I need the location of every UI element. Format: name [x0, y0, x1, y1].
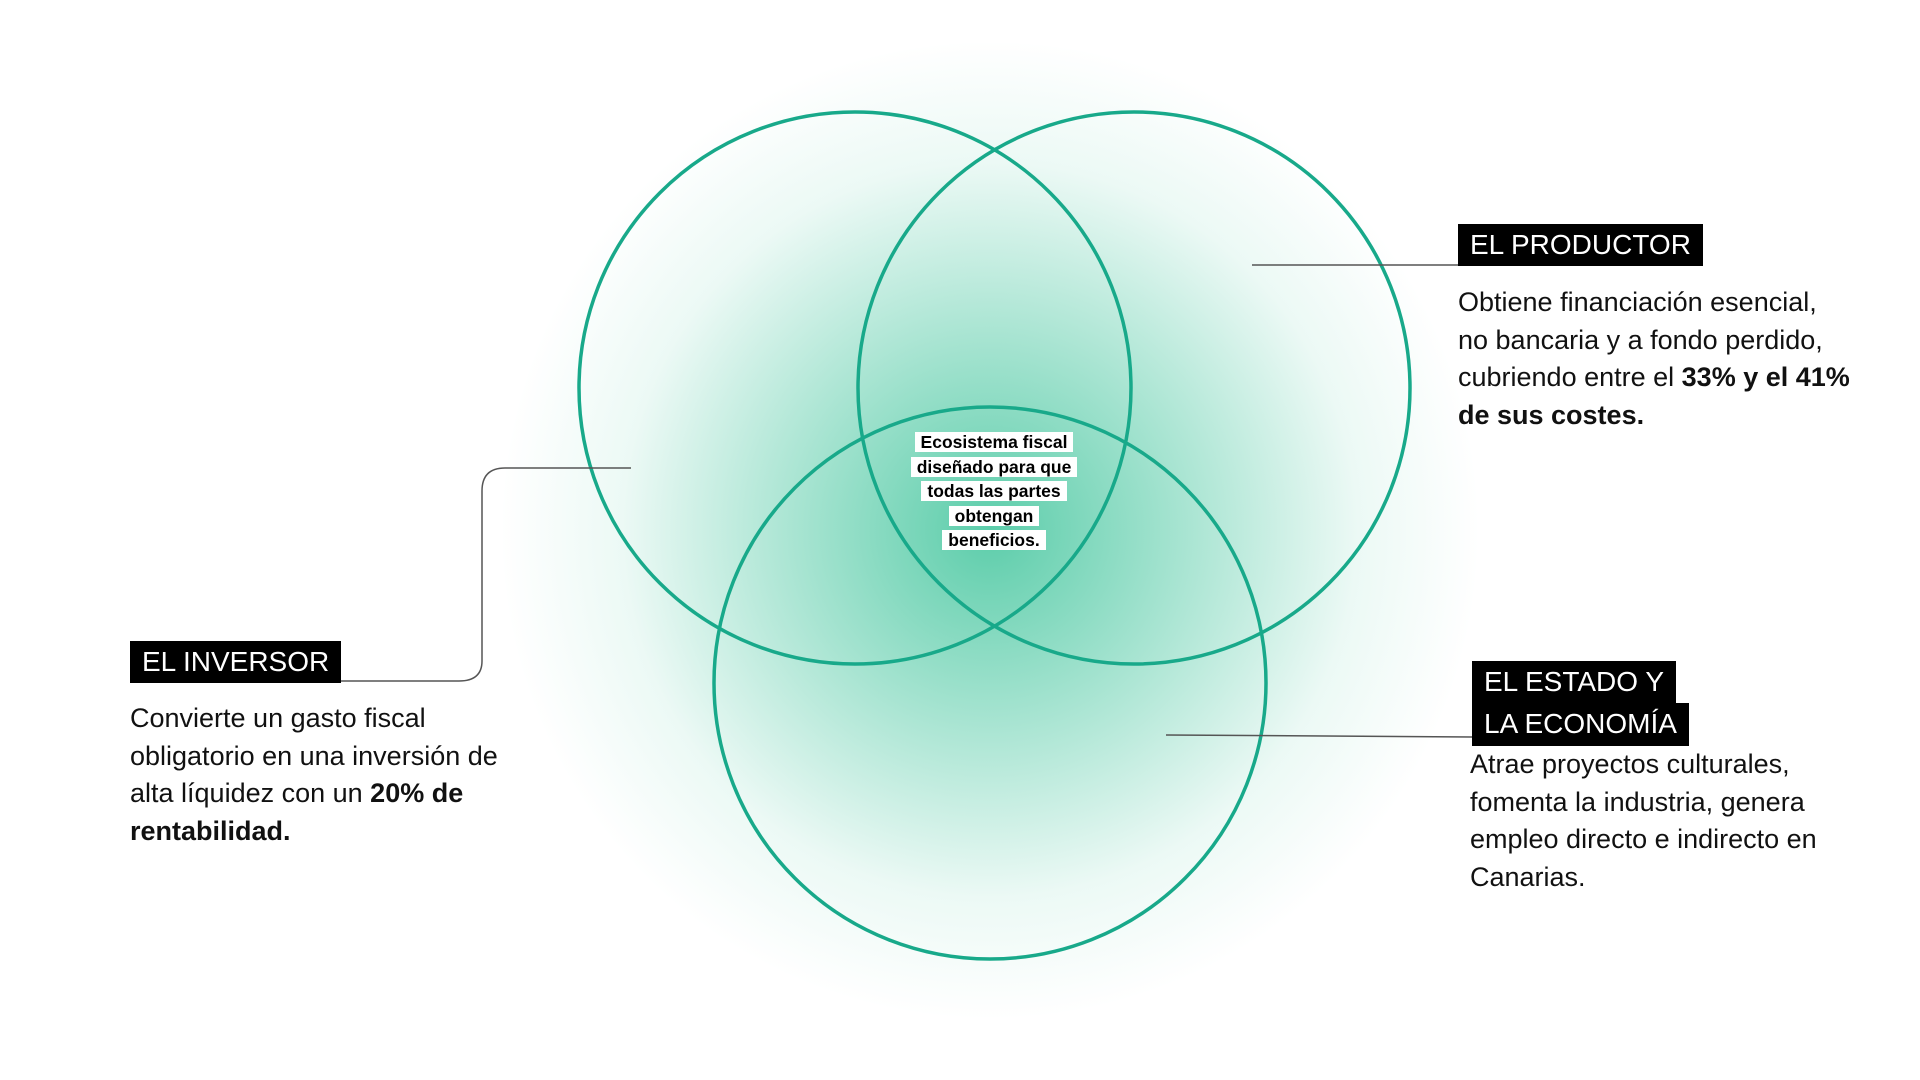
state-title-line2: LA ECONOMÍA — [1472, 703, 1689, 746]
connector-state — [1165, 734, 1473, 738]
center-note: Ecosistema fiscal diseñado para que toda… — [904, 430, 1084, 553]
producer-description-text: Obtiene financiación esencial, no bancar… — [1458, 287, 1823, 392]
investor-description-highlight: 20% de rentabilidad. — [130, 778, 464, 846]
producer-description-highlight: 33% y el 41% de sus costes. — [1458, 362, 1850, 430]
center-note-text: Ecosistema fiscal diseñado para que toda… — [910, 432, 1078, 550]
investor-description-text: Convierte un gasto fiscal obligatorio en… — [130, 703, 498, 808]
investor-title: EL INVERSOR — [130, 641, 342, 684]
circle-state — [712, 405, 1268, 961]
investor-description: Convierte un gasto fiscal obligatorio en… — [130, 700, 500, 850]
circle-producer — [856, 110, 1412, 666]
connector-investor — [340, 467, 631, 682]
state-title-line1: EL ESTADO Y — [1472, 661, 1676, 704]
producer-title: EL PRODUCTOR — [1458, 224, 1703, 267]
state-title: EL ESTADO Y LA ECONOMÍA — [1472, 661, 1689, 746]
producer-description: Obtiene financiación esencial, no bancar… — [1458, 284, 1853, 434]
circle-investor — [577, 110, 1133, 666]
state-description: Atrae proyectos culturales, fomenta la i… — [1470, 749, 1817, 892]
